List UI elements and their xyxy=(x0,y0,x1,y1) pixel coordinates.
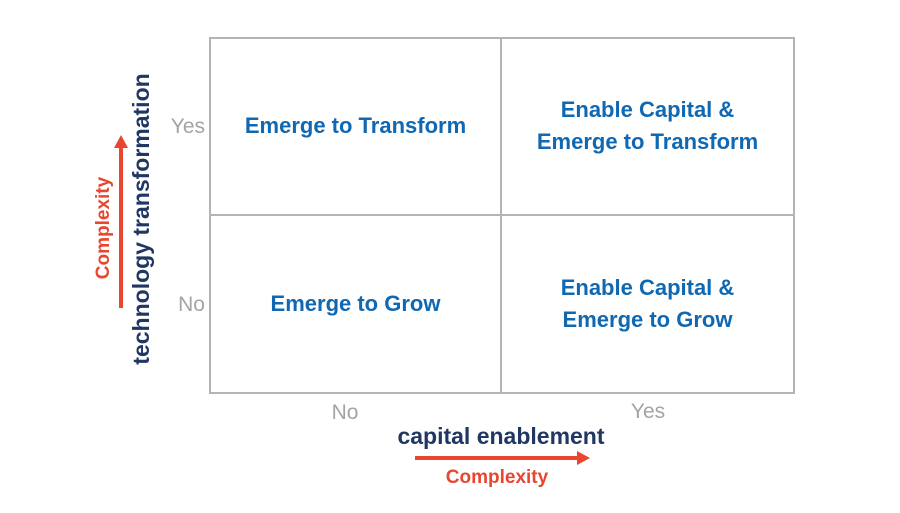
matrix-grid: Emerge to Transform Enable Capital & Eme… xyxy=(209,37,795,394)
arrow-up-icon xyxy=(114,135,128,148)
x-axis-title: capital enablement xyxy=(397,423,605,449)
quadrant-top-left: Emerge to Transform xyxy=(211,39,502,216)
quadrant-bottom-left: Emerge to Grow xyxy=(211,215,502,392)
y-axis-arrow xyxy=(119,147,123,308)
quadrant-label-line2: Emerge to Grow xyxy=(562,306,733,332)
x-axis-complexity-label: Complexity xyxy=(445,467,549,488)
x-tick-yes: Yes xyxy=(630,400,666,423)
quadrant-label-line1: Enable Capital & xyxy=(560,274,735,300)
y-axis-title: technology transformation xyxy=(128,73,154,365)
quadrant-top-right: Enable Capital & Emerge to Transform xyxy=(502,39,793,216)
quadrant-label-line1: Enable Capital & xyxy=(560,97,735,123)
x-tick-no: No xyxy=(331,401,359,424)
arrow-right-icon xyxy=(577,451,590,465)
quadrant-label: Emerge to Transform xyxy=(244,113,467,139)
y-tick-no: No xyxy=(178,293,205,316)
y-tick-yes: Yes xyxy=(170,115,205,138)
quadrant-label-line2: Emerge to Transform xyxy=(536,129,759,155)
quadrant-bottom-right: Enable Capital & Emerge to Grow xyxy=(502,216,793,393)
y-axis-complexity-label: Complexity xyxy=(93,176,114,280)
x-axis-arrow xyxy=(415,456,577,460)
quadrant-label: Emerge to Grow xyxy=(270,290,441,316)
